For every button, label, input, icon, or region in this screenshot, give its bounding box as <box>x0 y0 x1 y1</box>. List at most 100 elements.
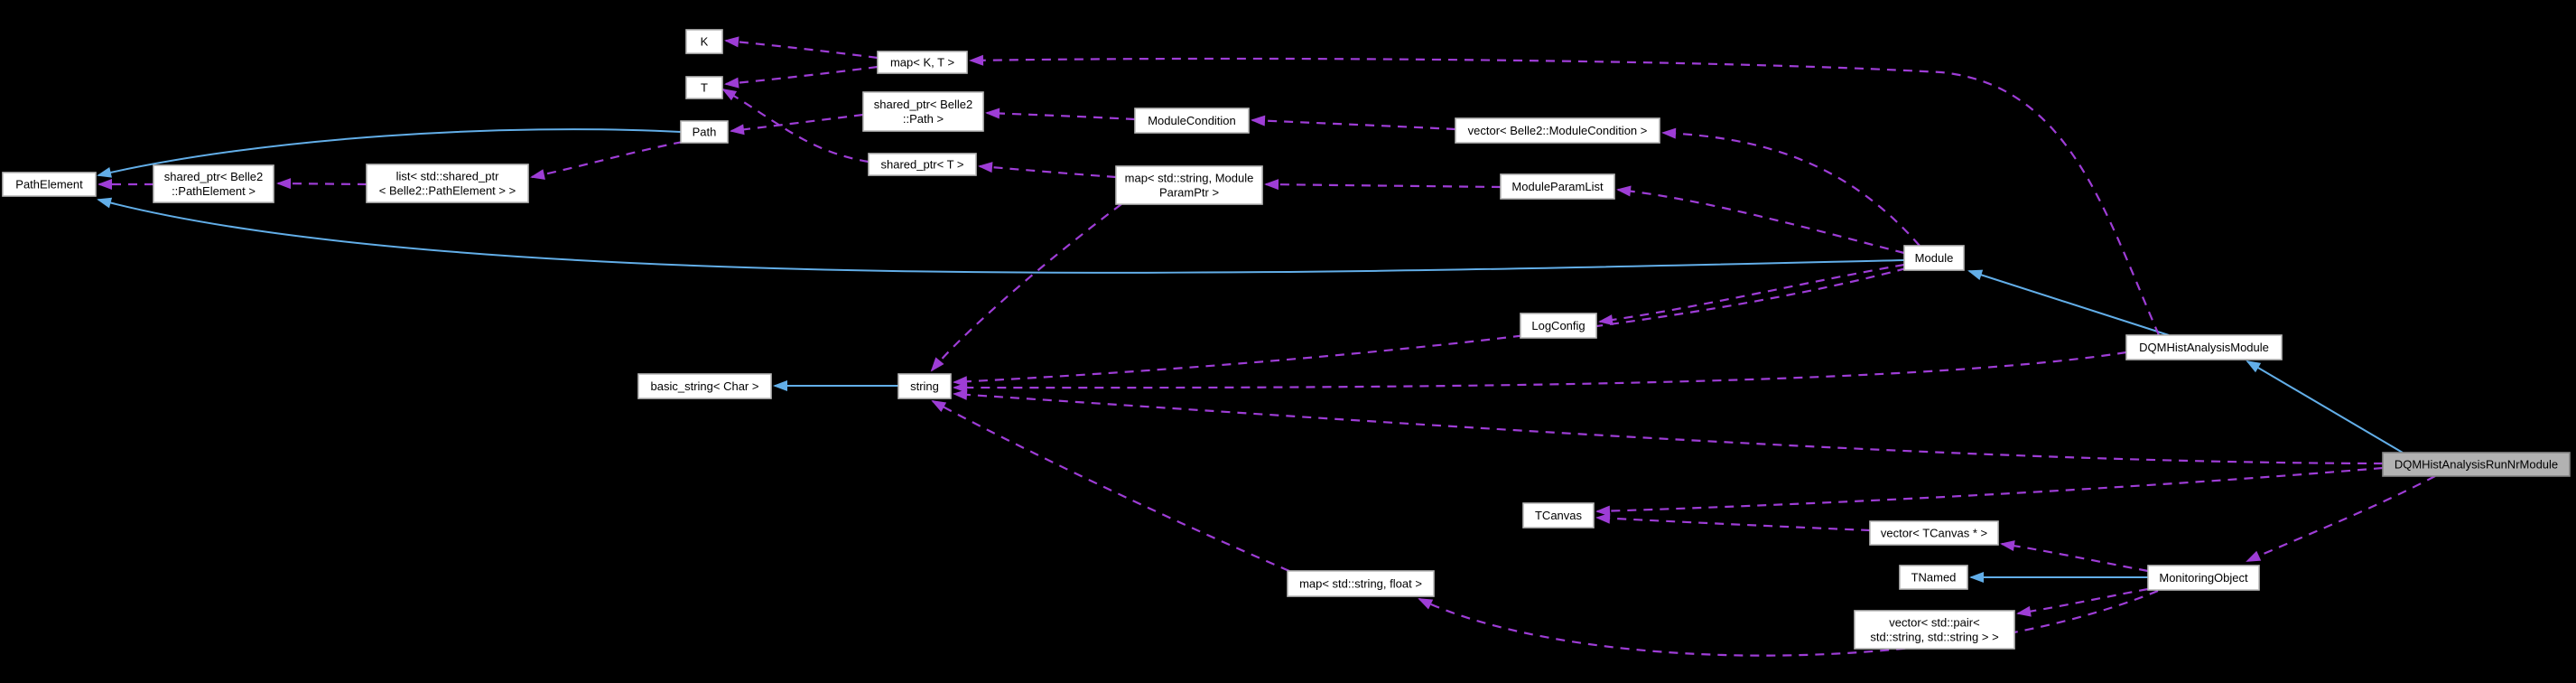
class-node-label-shared-ptr-belle2-pathelement: shared_ptr< Belle2::PathElement > <box>164 170 264 198</box>
class-node-label-vector-tcanvas-ptr: vector< TCanvas * > <box>1881 527 1987 540</box>
class-node-label-line: shared_ptr< Belle2 <box>164 170 264 183</box>
class-node-label-line: MonitoringObject <box>2159 571 2248 585</box>
class-node-t[interactable]: T <box>685 76 723 99</box>
class-node-box-vector-tcanvas-ptr[interactable] <box>1869 520 1999 546</box>
edge-use-dqmhistanalysisrunnrmodule-to-string <box>953 388 2384 465</box>
class-node-vector-belle2-modulecondition[interactable]: vector< Belle2::ModuleCondition > <box>1455 117 1660 144</box>
edge-inherit-module-to-pathelement <box>97 197 1905 274</box>
class-node-label-line: DQMHistAnalysisModule <box>2139 341 2269 354</box>
class-node-label-line: shared_ptr< Belle2 <box>874 98 973 111</box>
class-node-box-shared-ptr-belle2-pathelement[interactable] <box>153 164 274 203</box>
edge-use-moduleparamlist-to-map-string-moduleparamptr <box>1264 179 1502 191</box>
class-node-shared-ptr-belle2-pathelement[interactable]: shared_ptr< Belle2::PathElement > <box>153 164 274 203</box>
class-node-string[interactable]: string <box>897 373 952 399</box>
class-node-label-module: Module <box>1915 251 1954 265</box>
edge-use-shared-ptr-t-to-t <box>721 88 870 164</box>
class-node-box-modulecondition[interactable] <box>1134 108 1250 134</box>
class-node-vector-tcanvas-ptr[interactable]: vector< TCanvas * > <box>1869 520 1999 546</box>
class-node-box-map-string-float[interactable] <box>1287 570 1435 597</box>
class-node-label-line: map< std::string, float > <box>1299 577 1422 591</box>
class-node-box-tcanvas[interactable] <box>1522 502 1595 529</box>
class-node-label-tnamed: TNamed <box>1911 571 1957 585</box>
class-node-moduleparamlist[interactable]: ModuleParamList <box>1500 173 1615 200</box>
class-node-box-shared-ptr-t[interactable] <box>868 153 977 176</box>
class-node-label-line: vector< std::pair< <box>1889 616 1979 630</box>
class-node-module[interactable]: Module <box>1903 245 1965 271</box>
class-node-label-line: std::string, std::string > > <box>1870 631 1998 644</box>
class-node-box-map-string-moduleparamptr[interactable] <box>1115 165 1263 205</box>
class-node-label-dqmhistanalysismodule: DQMHistAnalysisModule <box>2139 341 2269 354</box>
class-node-tcanvas[interactable]: TCanvas <box>1522 502 1595 529</box>
class-node-label-line: vector< TCanvas * > <box>1881 527 1987 540</box>
edge-inherit-dqmhistanalysisrunnrmodule-to-dqmhistanalysismodule <box>2246 360 2404 454</box>
class-node-path[interactable]: Path <box>680 120 729 144</box>
class-node-list-shared-ptr-pathelement[interactable]: list< std::shared_ptr< Belle2::PathEleme… <box>366 164 529 203</box>
class-node-box-monitoringobject[interactable] <box>2147 565 2260 591</box>
edge-use-dqmhistanalysismodule-to-string <box>953 351 2127 394</box>
class-node-label-path: Path <box>693 126 717 139</box>
class-node-label-line: ParamPtr > <box>1159 186 1219 200</box>
class-node-box-shared-ptr-belle2-path[interactable] <box>862 91 984 132</box>
class-node-label-vector-belle2-modulecondition: vector< Belle2::ModuleCondition > <box>1468 124 1648 137</box>
class-node-label-line: Path <box>693 126 717 139</box>
class-node-label-line: list< std::shared_ptr <box>396 170 499 183</box>
class-node-box-logconfig[interactable] <box>1520 313 1597 339</box>
class-node-map-k-t[interactable]: map< K, T > <box>877 51 968 74</box>
class-node-label-line: map< std::string, Module <box>1125 172 1254 185</box>
class-node-label-shared-ptr-belle2-path: shared_ptr< Belle2::Path > <box>874 98 973 126</box>
class-node-label-moduleparamlist: ModuleParamList <box>1511 180 1604 193</box>
class-node-box-k[interactable] <box>685 29 723 54</box>
class-node-label-monitoringobject: MonitoringObject <box>2159 571 2248 585</box>
class-node-box-dqmhistanalysismodule[interactable] <box>2125 334 2283 360</box>
class-node-box-basic-string-char[interactable] <box>637 373 772 399</box>
class-node-label-map-k-t: map< K, T > <box>890 56 954 70</box>
class-node-label-list-shared-ptr-pathelement: list< std::shared_ptr< Belle2::PathEleme… <box>379 170 516 198</box>
class-node-label-line: TNamed <box>1911 571 1957 585</box>
class-node-box-vector-pair-string-string[interactable] <box>1854 610 2015 650</box>
class-node-pathelement[interactable]: PathElement <box>2 172 97 197</box>
edges-layer <box>97 36 2436 657</box>
class-node-box-pathelement[interactable] <box>2 172 97 197</box>
class-node-box-tnamed[interactable] <box>1899 565 1968 590</box>
class-node-label-line: Module <box>1915 251 1954 265</box>
class-node-label-line: < Belle2::PathElement > > <box>379 184 516 198</box>
class-node-map-string-float[interactable]: map< std::string, float > <box>1287 570 1435 597</box>
class-node-dqmhistanalysisrunnrmodule: DQMHistAnalysisRunNrModule <box>2382 452 2571 477</box>
class-node-vector-pair-string-string[interactable]: vector< std::pair<std::string, std::stri… <box>1854 610 2015 650</box>
class-node-modulecondition[interactable]: ModuleCondition <box>1134 108 1250 134</box>
edge-use-vector-belle2-modulecondition-to-modulecondition <box>1251 115 1456 131</box>
class-node-box-t[interactable] <box>685 76 723 99</box>
class-node-shared-ptr-t[interactable]: shared_ptr< T > <box>868 153 977 176</box>
class-node-monitoringobject[interactable]: MonitoringObject <box>2147 565 2260 591</box>
class-node-label-pathelement: PathElement <box>15 178 83 192</box>
class-node-dqmhistanalysismodule[interactable]: DQMHistAnalysisModule <box>2125 334 2283 360</box>
class-node-label-basic-string-char: basic_string< Char > <box>651 379 759 393</box>
edge-use-module-to-moduleparamlist <box>1616 185 1905 255</box>
class-node-box-module[interactable] <box>1903 245 1965 271</box>
class-node-box-moduleparamlist[interactable] <box>1500 173 1615 200</box>
class-node-basic-string-char[interactable]: basic_string< Char > <box>637 373 772 399</box>
class-node-label-modulecondition: ModuleCondition <box>1148 114 1236 127</box>
class-node-box-list-shared-ptr-pathelement[interactable] <box>366 164 529 203</box>
edge-use-dqmhistanalysisrunnrmodule-to-monitoringobject <box>2246 475 2436 563</box>
class-node-label-line: ModuleCondition <box>1148 114 1236 127</box>
edge-use-monitoringobject-to-map-string-float <box>1418 589 2159 657</box>
class-node-tnamed[interactable]: TNamed <box>1899 565 1968 590</box>
class-node-box-map-k-t[interactable] <box>877 51 968 74</box>
class-node-label-line: shared_ptr< T > <box>880 158 963 172</box>
class-node-shared-ptr-belle2-path[interactable]: shared_ptr< Belle2::Path > <box>862 91 984 132</box>
class-node-label-logconfig: LogConfig <box>1531 319 1585 332</box>
class-node-box-vector-belle2-modulecondition[interactable] <box>1455 117 1660 144</box>
class-node-label-line: basic_string< Char > <box>651 379 759 393</box>
class-node-k[interactable]: K <box>685 29 723 54</box>
edge-use-vector-tcanvas-ptr-to-tcanvas <box>1595 512 1871 532</box>
edge-use-map-string-moduleparamptr-to-string <box>930 203 1122 372</box>
class-node-logconfig[interactable]: LogConfig <box>1520 313 1597 339</box>
edge-use-module-to-vector-belle2-modulecondition <box>1661 127 1920 247</box>
class-node-box-string[interactable] <box>897 373 952 399</box>
class-node-box-path[interactable] <box>680 120 729 144</box>
